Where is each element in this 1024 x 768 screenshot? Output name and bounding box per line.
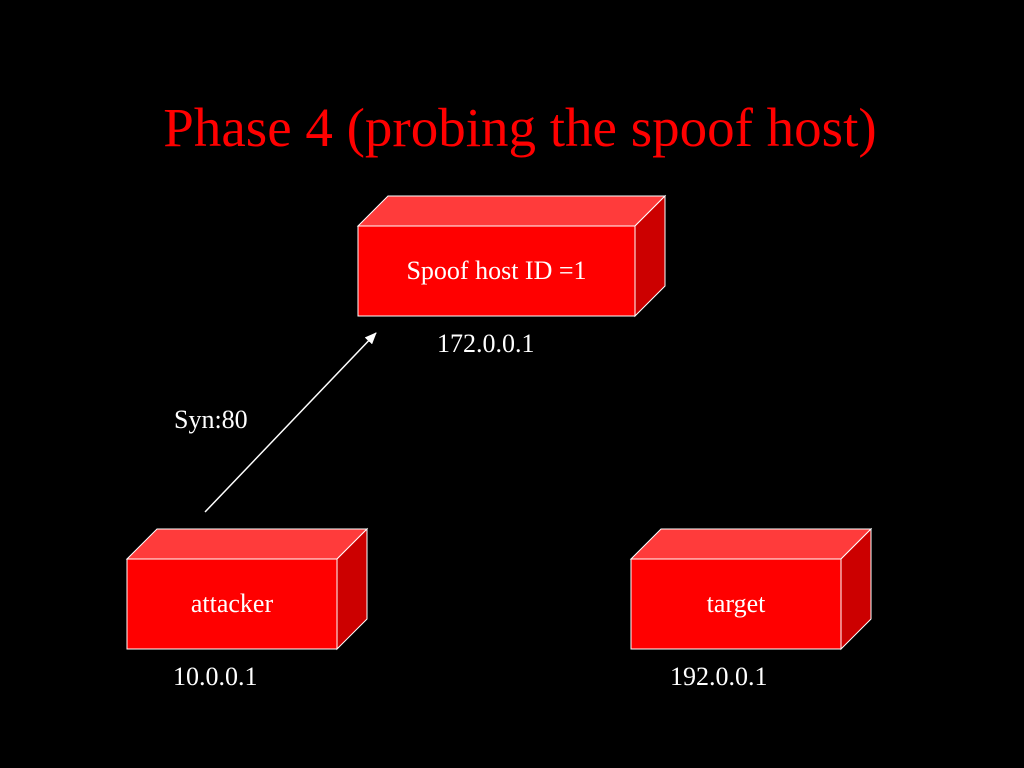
attacker-box — [125, 527, 369, 651]
slide-title: Phase 4 (probing the spoof host) — [163, 97, 877, 158]
spoof-host-box — [356, 194, 667, 318]
syn-arrow — [204, 332, 377, 513]
syn-arrow-label: Syn:80 — [174, 405, 248, 434]
attacker-address: 10.0.0.1 — [173, 662, 258, 691]
spoof-host-box-front — [357, 225, 636, 317]
target-box-front — [630, 558, 842, 650]
target-box-top — [629, 528, 873, 560]
attacker-box-front — [126, 558, 338, 650]
target-label: target — [706, 589, 766, 618]
spoof-host-address: 172.0.0.1 — [437, 329, 535, 358]
spoof-host-box-top — [356, 195, 667, 227]
attacker-box-top — [125, 528, 369, 560]
target-address: 192.0.0.1 — [670, 662, 768, 691]
target-box — [629, 527, 873, 651]
attacker-label: attacker — [190, 589, 274, 618]
spoof-host-label: Spoof host ID =1 — [406, 256, 587, 285]
